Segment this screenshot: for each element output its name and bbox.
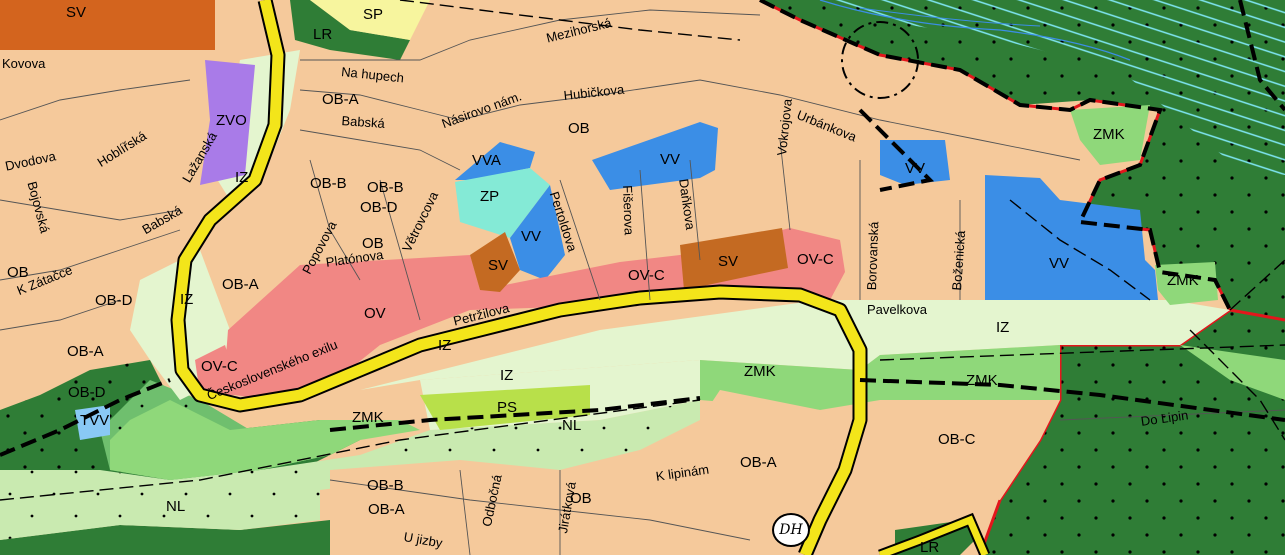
sv-zone-east (680, 228, 788, 290)
street-network (0, 9, 1285, 555)
zone-label: ZP (480, 188, 500, 205)
zone-label: ZMK (1093, 126, 1125, 143)
vv-zone-north (592, 122, 718, 190)
street-label: Fišerova (620, 184, 637, 236)
zmk-zone-east-top (1070, 105, 1150, 165)
zmk-zone-middle (700, 345, 1060, 410)
zone-label: OB-A (222, 276, 259, 293)
street-label: Boženická (949, 230, 969, 291)
sv-zone-central (470, 232, 520, 292)
vv-zone-central (510, 185, 565, 280)
zone-label: SV (718, 253, 739, 270)
zmk-zone-west (110, 400, 420, 480)
zone-label: OB-B (310, 175, 347, 192)
sv-zone-topleft (0, 0, 215, 50)
sp-zone (310, 0, 430, 40)
zone-label: OB-A (322, 91, 359, 108)
zone-label: OB (568, 120, 590, 137)
zone-label: OB (570, 490, 592, 507)
zone-label: OB (362, 235, 384, 252)
zone-label: OB (7, 264, 29, 281)
zone-label: IZ (996, 319, 1010, 336)
street-label: Borovanská (864, 221, 882, 291)
ps-zone (420, 385, 590, 430)
zone-label: OV-C (201, 358, 238, 375)
zone-label: ZMK (1167, 272, 1199, 289)
zone-label: SV (66, 4, 87, 21)
zone-label: ZMK (744, 363, 776, 380)
zp-zone (455, 168, 550, 238)
zone-label: IZ (235, 169, 249, 186)
zone-label: IZ (500, 367, 514, 384)
street-label: Babská (341, 113, 386, 131)
tvv-zone (75, 405, 110, 440)
zone-label: TVV (80, 412, 110, 429)
dh-marker: DH (772, 513, 810, 547)
zone-label: PS (497, 399, 518, 416)
zone-label: OB-B (367, 477, 404, 494)
zone-label: ZMK (352, 409, 384, 426)
ovc-zone-west (195, 345, 240, 395)
zvo-zone (200, 60, 255, 185)
zone-label: OB-D (68, 384, 106, 401)
zone-label: ZVO (216, 112, 247, 129)
zone-label: OB-C (938, 431, 976, 448)
zone-label: SP (363, 6, 384, 23)
zone-label: VV (905, 160, 926, 177)
zone-label: OB-A (67, 343, 104, 360)
zone-label: OB-D (95, 292, 133, 309)
zone-label: OB-A (368, 501, 405, 518)
zone-label: IZ (180, 291, 194, 308)
river-hatch (800, 0, 1285, 175)
street-label: Pavelkova (867, 302, 927, 317)
zone-label: VV (660, 151, 681, 168)
zone-label: NL (166, 498, 186, 515)
street-label: Kovova (2, 56, 46, 71)
dashed-boundary (0, 0, 1285, 457)
zone-label: VV (521, 228, 542, 245)
thin-dashed-lines (0, 0, 1285, 501)
zone-label: SV (488, 257, 509, 274)
vv-zone-east (985, 175, 1158, 300)
zone-label: LR (313, 26, 333, 43)
forest-south-strip (0, 520, 330, 555)
zone-label: OV-C (628, 267, 665, 284)
zone-label: VVA (472, 152, 501, 169)
zone-label: LR (920, 539, 940, 555)
zone-label: NL (562, 417, 582, 434)
obc-zone (880, 400, 1060, 500)
zone-label: OB-A (740, 454, 777, 471)
zone-label: OB-D (360, 199, 398, 216)
zone-label: IZ (438, 337, 452, 354)
zone-label: OV-C (797, 251, 834, 268)
zone-label: VV (1049, 255, 1070, 272)
vva-zone (455, 142, 535, 180)
ob-zone-south (330, 390, 840, 555)
iz-zone-belt (360, 300, 1230, 390)
zone-label: ZMK (966, 372, 998, 389)
dash-dot-circle (841, 21, 919, 99)
zone-label: OB-B (367, 179, 404, 196)
zone-label: OV (364, 305, 386, 322)
